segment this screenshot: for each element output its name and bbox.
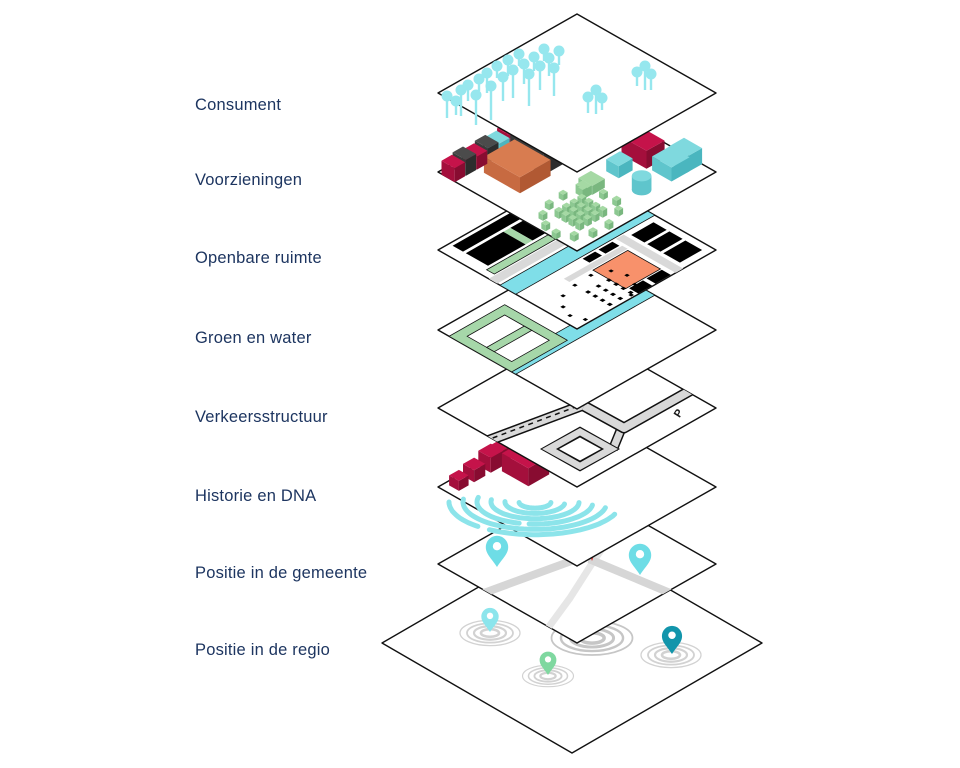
municipality-pin-icon (628, 543, 652, 575)
layer-consument (437, 13, 717, 173)
layer-label-verkeersstructuur: Verkeersstructuur (195, 408, 328, 426)
people-icons (441, 43, 657, 125)
plate-consument (437, 13, 717, 173)
layer-label-consument: Consument (195, 96, 282, 114)
region-pin-icon (481, 607, 499, 632)
layer-label-historie-en-dna: Historie en DNA (195, 487, 317, 505)
layer-groen-en-water (437, 250, 717, 410)
layer-label-voorzieningen: Voorzieningen (195, 171, 303, 189)
fingerprint-icon (446, 494, 618, 538)
layer-label-positie-in-de-gemeente: Positie in de gemeente (195, 564, 368, 582)
region-pin-icon (661, 625, 683, 654)
layer-label-positie-in-de-regio: Positie in de regio (195, 641, 330, 659)
region-pin-icon (539, 651, 557, 675)
municipality-pin-icon (485, 535, 509, 567)
layer-label-openbare-ruimte: Openbare ruimte (195, 249, 322, 267)
layer-label-groen-en-water: Groen en water (195, 329, 312, 347)
